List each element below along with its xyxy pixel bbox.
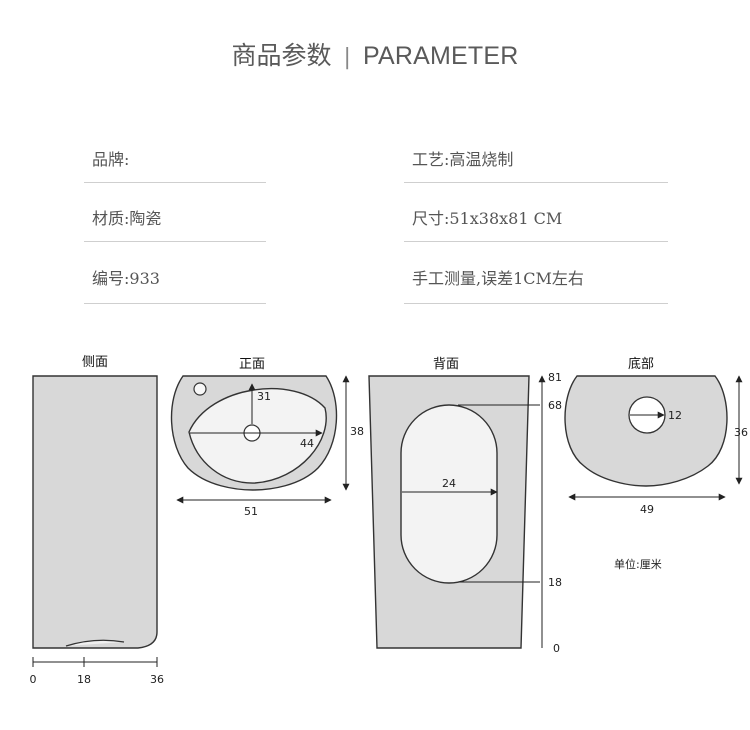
param-brand: 品牌: xyxy=(92,150,130,169)
side-view-shape xyxy=(32,375,158,649)
divider xyxy=(404,182,668,183)
divider xyxy=(404,303,668,304)
param-size: 尺寸:51x38x81 CM xyxy=(412,209,563,228)
front-bowl-depth-label: 31 xyxy=(257,390,271,403)
bottom-width-label: 49 xyxy=(640,503,654,516)
unit-label: 单位:厘米 xyxy=(614,557,662,571)
divider xyxy=(84,241,266,242)
back-opening-width-label: 24 xyxy=(442,477,456,490)
faucet-hole-icon xyxy=(193,382,207,396)
title-cn: 商品参数 xyxy=(231,41,332,70)
divider xyxy=(84,182,266,183)
back-opening-bottom-label: 18 xyxy=(548,576,562,589)
front-width-label: 51 xyxy=(244,505,258,518)
front-bowl-width-label: 44 xyxy=(300,437,314,450)
side-tick-label: 18 xyxy=(77,673,91,686)
param-note: 手工测量,误差1CM左右 xyxy=(412,269,584,288)
front-depth-label: 38 xyxy=(350,425,364,438)
page-title: 商品参数 | PARAMETER xyxy=(0,36,750,72)
param-material: 材质:陶瓷 xyxy=(92,209,162,228)
title-en: PARAMETER xyxy=(362,42,519,70)
side-tick-label: 36 xyxy=(150,673,164,686)
title-separator: | xyxy=(343,45,351,70)
side-view-title: 侧面 xyxy=(82,355,108,370)
back-base-label: 0 xyxy=(553,642,560,655)
back-opening-shape xyxy=(400,404,498,584)
param-craft: 工艺:高温烧制 xyxy=(412,150,514,169)
divider xyxy=(84,303,266,304)
back-opening-top-label: 68 xyxy=(548,399,562,412)
param-model: 编号:933 xyxy=(92,269,160,288)
front-view-title: 正面 xyxy=(239,357,265,372)
side-tick-label: 0 xyxy=(30,673,37,686)
bottom-view-title: 底部 xyxy=(628,356,654,372)
divider xyxy=(404,241,668,242)
side-view-notch xyxy=(65,639,125,647)
bottom-hole-label: 12 xyxy=(668,409,682,422)
back-view-title: 背面 xyxy=(433,357,459,372)
bottom-depth-label: 36 xyxy=(734,426,748,439)
back-height-top-label: 81 xyxy=(548,371,562,384)
